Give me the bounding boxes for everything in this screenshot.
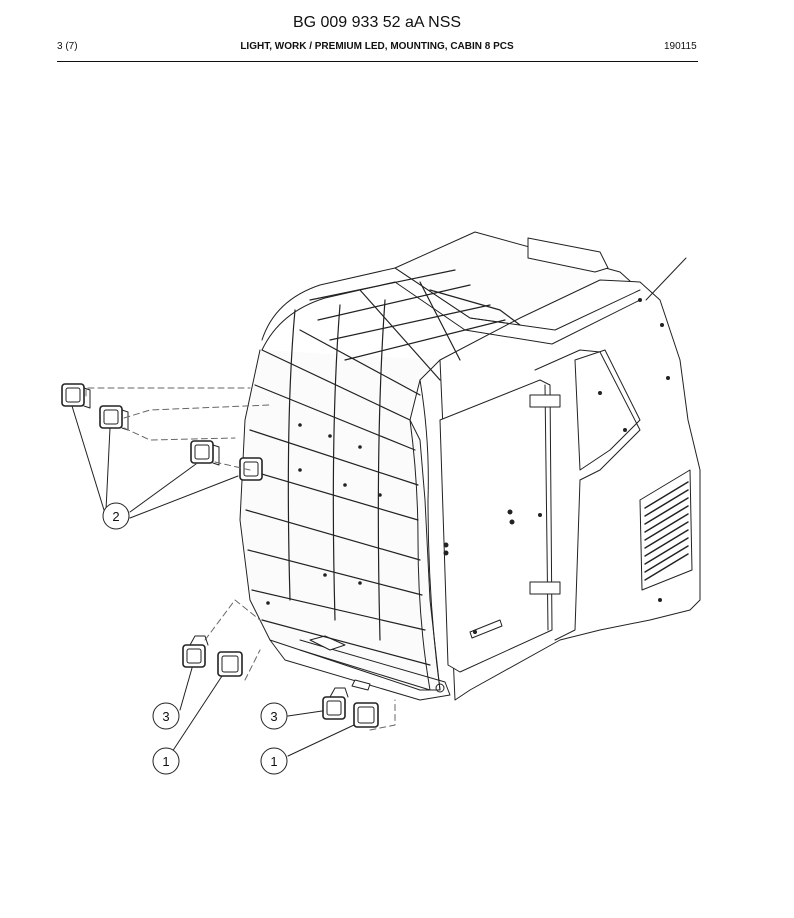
callout-3-right-label: 3: [270, 709, 277, 724]
work-light-lower-left-1: [217, 651, 243, 677]
work-light-upper-1: [61, 383, 91, 409]
callout-3-left-label: 3: [162, 709, 169, 724]
callout-leaders: [71, 405, 355, 757]
work-light-lower-right-1: [353, 702, 379, 728]
document-id: BG 009 933 52 aA NSS: [292, 14, 462, 31]
front-guard: [245, 269, 521, 666]
work-light-lower-right-3: [322, 687, 349, 720]
work-light-upper-3: [190, 440, 220, 466]
work-light-upper-2: [99, 405, 129, 431]
cabin-body: [239, 231, 701, 701]
leader-roof: [645, 257, 687, 301]
work-light-lower-left-3: [182, 635, 209, 668]
callout-1-left: 1: [152, 747, 180, 775]
callout-2: 2: [102, 502, 130, 530]
page-title: LIGHT, WORK / PREMIUM LED, MOUNTING, CAB…: [240, 41, 514, 52]
header-rule: [57, 61, 698, 62]
mounting-guides: [85, 387, 396, 731]
date-code: 190115: [664, 41, 697, 52]
page-number: 3 (7): [57, 41, 78, 52]
callout-3-right: 3: [260, 702, 288, 730]
callout-1-right: 1: [260, 747, 288, 775]
callout-1-right-label: 1: [270, 754, 277, 769]
callout-3-left: 3: [152, 702, 180, 730]
callout-2-label: 2: [112, 509, 119, 524]
work-light-upper-4: [239, 457, 263, 481]
callout-1-left-label: 1: [162, 754, 169, 769]
